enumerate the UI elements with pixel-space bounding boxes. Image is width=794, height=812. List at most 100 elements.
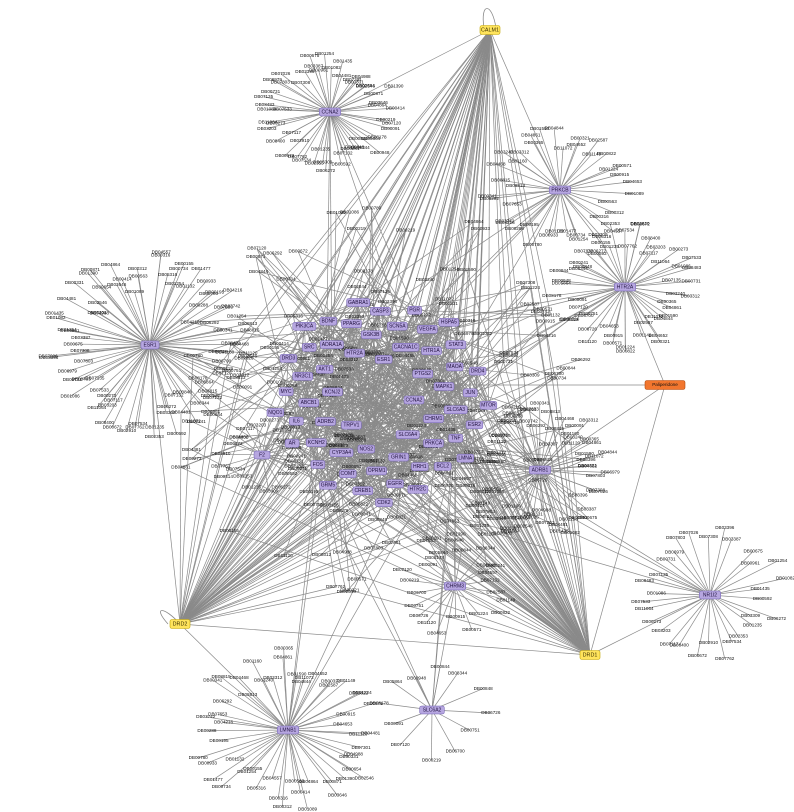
hub-node[interactable]: GRIN1 <box>388 452 409 462</box>
hub-node[interactable]: PRKCA <box>423 439 444 448</box>
anchor-node-drd2[interactable]: DRD2 <box>169 619 191 629</box>
anchor-node-drd1[interactable]: DRD1 <box>579 650 601 660</box>
hub-node[interactable]: SLC6A4 <box>395 430 420 439</box>
hub-node-box <box>370 306 391 316</box>
hub-node[interactable]: PGR <box>407 306 422 315</box>
hub-node[interactable]: CYP3A4 <box>329 448 354 457</box>
hub-node[interactable]: IL6 <box>289 416 304 426</box>
outer-leaf-edge <box>261 420 270 456</box>
hub-node[interactable]: CASP3 <box>370 306 391 316</box>
hub-node[interactable]: NQO1 <box>266 408 285 417</box>
hub-node[interactable]: PTGS2 <box>412 369 434 379</box>
hub-node[interactable]: HTR1A <box>421 346 442 356</box>
outer-hub-node[interactable]: HTR2A <box>614 282 636 292</box>
hub-node[interactable]: COMT <box>339 469 357 479</box>
leaf-node-label: DB00948 <box>445 537 465 542</box>
outer-leaf-edge <box>149 268 179 346</box>
hub-node[interactable]: ESR2 <box>465 420 484 430</box>
anchor-node-calm1[interactable]: CALM1 <box>479 25 501 35</box>
leaf-node-label: DB00241 <box>187 419 207 424</box>
hub-node[interactable]: MYC <box>278 387 294 396</box>
outer-leaf-edge <box>495 164 561 191</box>
outer-leaf-edge <box>399 709 433 746</box>
hub-node[interactable]: SLC6A3 <box>443 405 468 415</box>
leaf-node-label: DB01089 <box>298 806 318 811</box>
outer-hub-node[interactable]: PRKCB <box>549 185 571 195</box>
hub-node[interactable]: TRPV1 <box>341 420 362 430</box>
hub-node[interactable]: KCNH2 <box>306 438 327 447</box>
leaf-node-label: DB07534 <box>292 157 312 162</box>
hub-node[interactable]: ABCB1 <box>298 398 320 408</box>
outer-leaf-edge <box>149 344 200 404</box>
outer-leaf-edge <box>90 269 151 346</box>
hub-node[interactable]: HTR2C <box>407 485 429 494</box>
hub-node[interactable]: CDK2 <box>375 498 393 507</box>
hub-node[interactable]: MAPK1 <box>433 382 455 391</box>
leaf-node-label: DB00822 <box>616 348 636 353</box>
hub-node[interactable]: NOS2 <box>357 444 375 454</box>
hub-node[interactable]: MAOA <box>446 362 464 372</box>
drug-node-paliperidone[interactable]: Paliperidone <box>644 380 686 390</box>
outer-hub-node[interactable]: LMNB1 <box>277 725 299 735</box>
outer-leaf-edge <box>309 55 331 113</box>
outer-hub-node[interactable]: ADRB1 <box>529 465 551 475</box>
hub-node[interactable]: GSK3B <box>360 330 382 340</box>
outer-leaf-edge <box>709 562 751 596</box>
hub-node[interactable]: HSPA5 <box>438 318 460 327</box>
hub-node[interactable]: SRC <box>301 343 317 352</box>
outer-leaf-edge <box>287 703 374 731</box>
hub-node[interactable]: ESR1 <box>375 355 393 364</box>
leaf-node-label: DB07308 <box>586 488 606 493</box>
hub-node[interactable]: MTOR <box>479 401 498 410</box>
hub-node-label: OPRM1 <box>368 468 386 474</box>
leaf-node-label: DB08400 <box>266 139 286 144</box>
leaf-node-label: DB05864 <box>499 353 519 358</box>
leaf-node-label: DB05316 <box>592 234 612 239</box>
hub-node[interactable]: CREB1 <box>352 486 374 496</box>
hub-node[interactable]: ADRA1A <box>319 340 344 349</box>
hub-node[interactable]: STAT3 <box>445 340 467 349</box>
outer-leaf-edge <box>559 189 635 195</box>
outer-hub-node[interactable]: SLC6A2 <box>419 705 445 715</box>
outer-hub-node[interactable]: CHRM3 <box>444 581 466 591</box>
hub-node-label: PRKCA <box>425 441 443 447</box>
hub-node[interactable]: EGFR <box>386 479 404 489</box>
anchor-leaf-edge <box>256 248 591 656</box>
outer-hub-node[interactable]: F2 <box>253 450 271 460</box>
hub-node[interactable]: TNF <box>448 433 463 443</box>
outer-leaf-edge <box>149 344 222 362</box>
hub-node[interactable]: CHRM1 <box>423 414 444 424</box>
outer-hub-node[interactable]: NR1I2 <box>699 590 721 600</box>
hub-node[interactable]: GABRA1 <box>346 298 371 307</box>
hub-node[interactable]: FOS <box>310 460 326 469</box>
outer-hub-node[interactable]: ESR1 <box>140 340 160 350</box>
hub-node[interactable]: VEGFA <box>417 325 438 334</box>
hub-node[interactable]: PIK3CA <box>292 322 317 331</box>
hub-node[interactable]: JUN <box>462 388 478 398</box>
hub-node[interactable]: CCNA2 <box>403 395 425 405</box>
hub-node[interactable]: SCN5A <box>387 321 408 331</box>
hub-node[interactable]: DRD4 <box>468 366 487 376</box>
hub-node[interactable]: CACNA1C <box>392 343 420 352</box>
hub-node-box <box>344 348 365 358</box>
hub-node[interactable]: OPRM1 <box>366 466 387 476</box>
outer-leaf-edge <box>503 152 561 191</box>
hub-node[interactable]: BCL2 <box>434 462 452 471</box>
hub-node[interactable]: HRH1 <box>411 462 429 471</box>
hub-node[interactable]: BDNF <box>319 316 337 326</box>
hub-node[interactable]: DRD3 <box>279 354 298 363</box>
outer-hub-node[interactable]: CCNA2 <box>319 107 341 117</box>
hub-node[interactable]: AKT1 <box>316 364 334 374</box>
hub-node[interactable]: PPARG <box>341 319 362 328</box>
leaf-node-label: DB01254 <box>315 51 335 56</box>
hub-node[interactable]: LMNA <box>456 453 474 463</box>
outer-leaf-edge <box>99 313 151 346</box>
hub-node[interactable]: ADRB2 <box>315 417 336 426</box>
hub-node[interactable]: NR3C1 <box>292 372 313 381</box>
leaf-node-label: DB04861 <box>662 305 682 310</box>
hub-node[interactable]: GRM5 <box>319 481 337 490</box>
hub-node[interactable]: KCNJ2 <box>322 387 343 397</box>
hub-node[interactable]: HTR2A <box>344 348 365 358</box>
hub-node[interactable]: AR <box>284 439 300 448</box>
leaf-node-label: DB08813 <box>281 425 301 430</box>
